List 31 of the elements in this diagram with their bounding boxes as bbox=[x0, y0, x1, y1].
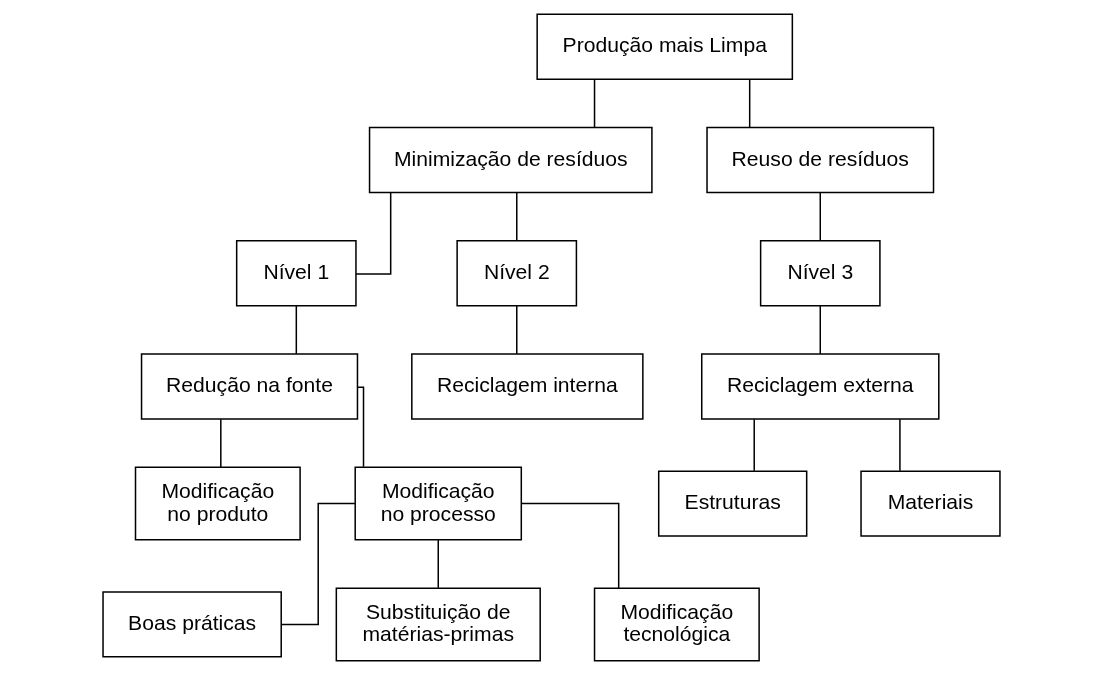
connector bbox=[819, 305, 821, 355]
node-box: Nível 2 bbox=[455, 240, 577, 307]
node-box: Redução na fonte bbox=[140, 353, 358, 420]
node-box: Modificação tecnológica bbox=[593, 587, 760, 662]
node-box: Nível 1 bbox=[235, 240, 357, 307]
connector bbox=[898, 418, 901, 472]
node-box: Reciclagem externa bbox=[700, 353, 940, 420]
node-box: Minimização de resíduos bbox=[368, 126, 653, 194]
connector bbox=[520, 502, 619, 589]
node-box: Reciclagem interna bbox=[410, 353, 644, 420]
connector bbox=[295, 305, 297, 355]
node-box: Substituição de matérias-primas bbox=[335, 587, 541, 662]
node-box: Materiais bbox=[859, 470, 1001, 537]
node-box: Produção mais Limpa bbox=[535, 13, 793, 81]
node-box: Boas práticas bbox=[101, 591, 282, 658]
connector bbox=[354, 192, 391, 275]
node-box: Modificação no processo bbox=[353, 466, 522, 541]
node-box: Nível 3 bbox=[759, 240, 881, 307]
connector bbox=[356, 386, 364, 468]
node-box: Reuso de resíduos bbox=[705, 126, 934, 194]
connector bbox=[219, 418, 222, 468]
node-box: Estruturas bbox=[657, 470, 807, 537]
connector bbox=[437, 539, 439, 589]
connector bbox=[515, 192, 518, 242]
connector bbox=[748, 78, 750, 129]
connector bbox=[752, 418, 755, 472]
connector bbox=[819, 192, 821, 242]
node-box: Modificação no produto bbox=[134, 466, 301, 541]
connector bbox=[593, 78, 595, 129]
connector bbox=[280, 502, 356, 626]
connector bbox=[515, 305, 518, 355]
